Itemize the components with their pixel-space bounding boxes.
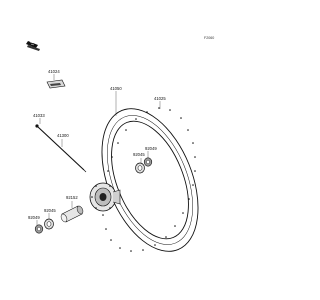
label-tool-kit: 41024 — [48, 69, 60, 74]
left-seal-icon — [34, 224, 44, 234]
label-right-seal: 92049 — [145, 146, 157, 151]
wheel-rim-icon — [101, 107, 199, 252]
reference-code: F2060 — [204, 36, 214, 40]
left-bearing-icon — [44, 218, 54, 230]
collar-spacer-icon — [60, 205, 84, 223]
label-right-bearing: 92045 — [133, 152, 145, 157]
label-left-bearing: 92045 — [44, 208, 56, 213]
right-seal-icon — [143, 157, 153, 167]
spoke-rod-icon — [35, 124, 87, 173]
label-axle: 41300 — [57, 133, 69, 138]
tool-kit-pack-icon — [46, 79, 66, 89]
label-wheel-assembly: 41050 — [110, 86, 122, 91]
manual-book-icon — [26, 41, 40, 51]
right-bearing-icon — [135, 162, 145, 174]
label-spokes: 41033 — [33, 113, 45, 118]
wheel-hub-icon — [89, 182, 121, 212]
label-rim: 41025 — [154, 96, 166, 101]
parts-diagram: F2060 41024 41033 41300 — [26, 36, 214, 252]
label-left-seal: 92049 — [28, 215, 40, 220]
label-collar: 92152 — [66, 195, 78, 200]
